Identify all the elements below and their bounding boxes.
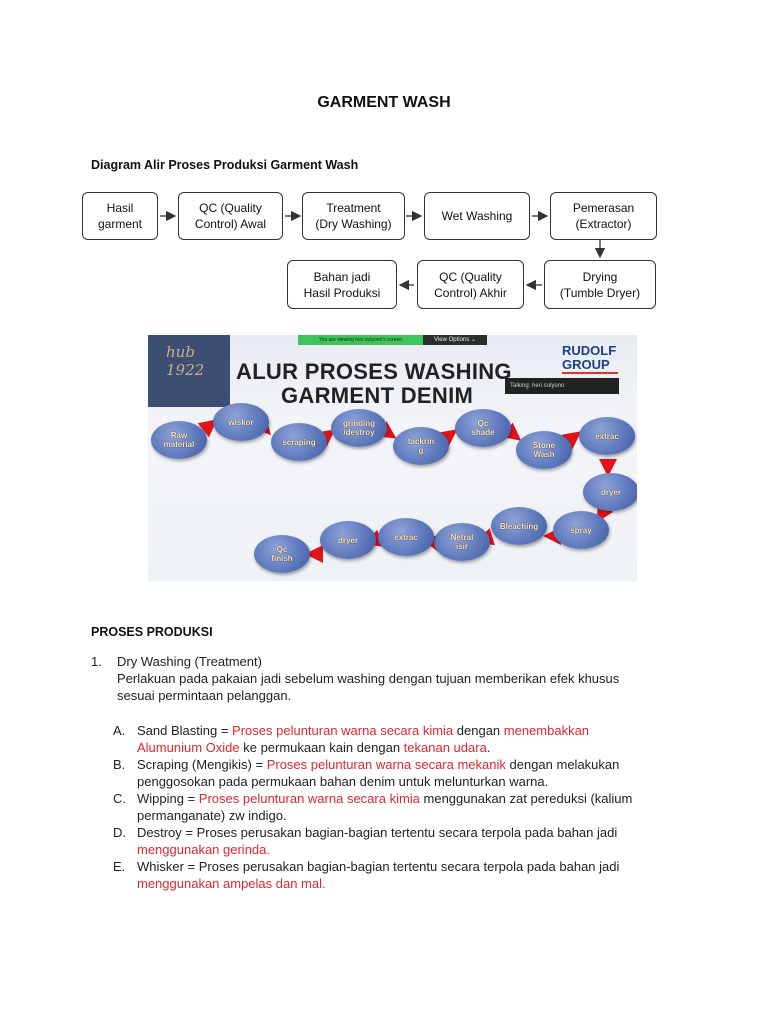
brand-line2: GROUP: [562, 357, 610, 372]
process-node-tackring: tackrin g: [393, 427, 449, 465]
text: .: [486, 740, 491, 755]
text: Scraping (Mengikis) =: [137, 757, 267, 772]
text: penggosokan pada permukaan bahan denim u…: [137, 774, 549, 789]
process-node-dryer: dryer: [583, 473, 637, 511]
process-node-raw-material: Raw material: [151, 421, 207, 459]
list-item-wipping: C. Wipping = Proses pelunturan warna sec…: [113, 790, 673, 824]
talking-indicator: Talking: heri sulyono: [505, 378, 619, 394]
process-node-qc-shade: Qc shade: [455, 409, 511, 447]
flow-step-qc-akhir: QC (Quality Control) Akhir: [417, 260, 524, 309]
list-marker: A.: [113, 723, 126, 738]
flow-step-wet-washing: Wet Washing: [424, 192, 530, 240]
banner-title-line2: GARMENT DENIM: [281, 383, 474, 408]
text: dengan melakukan: [505, 757, 620, 772]
highlight-text: menggunakan ampelas dan mal.: [137, 876, 326, 891]
process-node-bleaching: Bleaching: [491, 507, 547, 545]
jeans-pocket-logo: hub 1922: [148, 335, 230, 407]
process-node-spray: spray: [553, 511, 609, 549]
process-node-extrac-2: extrac: [378, 518, 434, 556]
text: ke permukaan kain dengan: [239, 740, 404, 755]
flow-step-hasil-garment: Hasil garment: [82, 192, 158, 240]
text: permanganate) zw indigo.: [137, 808, 287, 823]
washing-process-banner: hub 1922 You are viewing heri sulyono's …: [148, 335, 637, 581]
section-heading: PROSES PRODUKSI: [91, 625, 213, 639]
item-1-block: Dry Washing (Treatment) Perlakuan pada p…: [117, 653, 677, 704]
view-options-button[interactable]: View Options ⌄: [423, 335, 487, 345]
flow-step-drying: Drying (Tumble Dryer): [544, 260, 656, 309]
list-marker: C.: [113, 791, 126, 806]
banner-title-line1: ALUR PROSES WASHING: [236, 359, 512, 384]
highlight-text: menembakkan: [503, 723, 590, 738]
process-arrow: [501, 422, 522, 441]
list-marker: D.: [113, 825, 126, 840]
highlight-text: Proses pelunturan warna secara mekanik: [266, 757, 506, 772]
text: Destroy = Proses perusakan bagian-bagian…: [137, 825, 618, 840]
process-node-extrac: extrac: [579, 417, 635, 455]
highlight-text: Alumunium Oxide: [137, 740, 240, 755]
process-node-wiskor: wiskor: [213, 403, 269, 441]
flow-step-pemerasan: Pemerasan (Extractor): [550, 192, 657, 240]
item-1-desc-line1: Perlakuan pada pakaian jadi sebelum wash…: [117, 671, 620, 686]
flow-arrows: [160, 210, 606, 291]
item-1-desc-line2: sesuai permintaan pelanggan.: [117, 688, 292, 703]
process-node-dryer-2: dryer: [320, 521, 376, 559]
process-node-scraping: scraping: [271, 423, 327, 461]
brand-line1: RUDOLF: [562, 343, 617, 358]
text: Whisker = Proses perusakan bagian-bagian…: [137, 859, 620, 874]
flow-step-qc-awal: QC (Quality Control) Awal: [178, 192, 283, 240]
list-marker: B.: [113, 757, 126, 772]
item-1-heading: Dry Washing (Treatment): [117, 654, 262, 669]
highlight-text: menggunakan gerinda.: [137, 842, 270, 857]
text: Sand Blasting =: [137, 723, 233, 738]
process-arrow: [561, 431, 582, 450]
flow-step-bahan-jadi: Bahan jadi Hasil Produksi: [287, 260, 397, 309]
list-item-scraping: B. Scraping (Mengikis) = Proses peluntur…: [113, 756, 673, 790]
flow-step-treatment: Treatment (Dry Washing): [302, 192, 405, 240]
text: Wipping =: [137, 791, 199, 806]
process-node-netralisir: Netral isir: [434, 523, 490, 561]
list-marker: E.: [113, 859, 126, 874]
text: menggunakan zat pereduksi (kalium: [419, 791, 633, 806]
highlight-text: Proses pelunturan warna secara kimia: [198, 791, 420, 806]
screen-share-banner: You are viewing heri sulyono's screen: [298, 335, 423, 345]
rudolf-group-logo: RUDOLF GROUP: [556, 337, 630, 375]
dry-washing-subitems: A. Sand Blasting = Proses pelunturan war…: [113, 722, 673, 892]
flow-diagram-title: Diagram Alir Proses Produksi Garment Was…: [91, 158, 359, 172]
process-arrow: [376, 421, 397, 439]
process-node-grinding: grinding /destroy: [331, 409, 387, 447]
highlight-text: Proses pelunturan warna secara kimia: [232, 723, 454, 738]
list-item-whisker: E. Whisker = Proses perusakan bagian-bag…: [113, 858, 673, 892]
process-node-qc-finish: Qc finish: [254, 535, 310, 573]
brand-underline: [562, 372, 618, 374]
brand-logo-text: hub 1922: [166, 343, 205, 379]
list-item-destroy: D. Destroy = Proses perusakan bagian-bag…: [113, 824, 673, 858]
item-number: 1.: [91, 654, 102, 669]
process-node-stone-wash: Stone Wash: [516, 431, 572, 469]
page-title: GARMENT WASH: [317, 94, 451, 111]
list-item-sand-blasting: A. Sand Blasting = Proses pelunturan war…: [113, 722, 673, 756]
process-arrow: [437, 429, 458, 448]
text: dengan: [453, 723, 504, 738]
highlight-text: tekanan udara: [403, 740, 487, 755]
